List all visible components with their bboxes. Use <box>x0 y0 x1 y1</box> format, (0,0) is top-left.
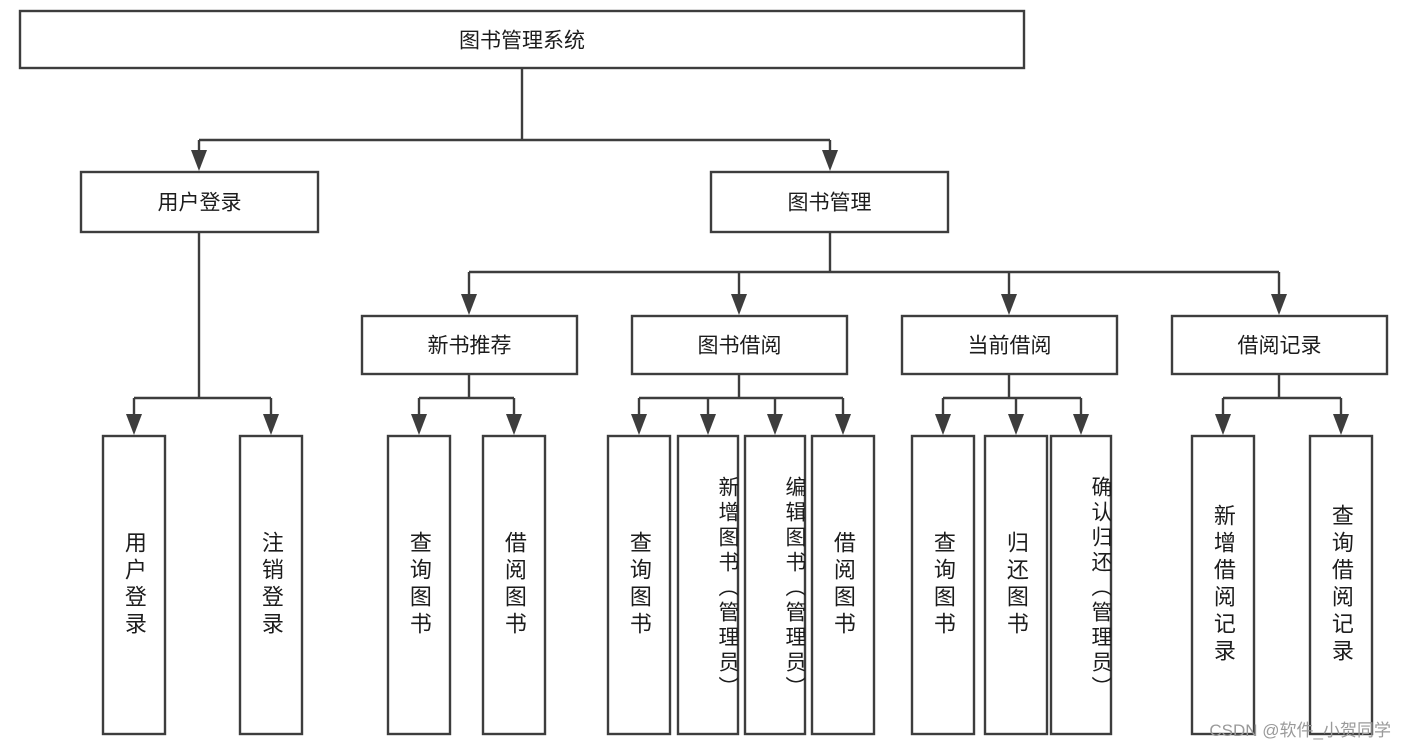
node-root-box[interactable] <box>18 9 1026 70</box>
arrow-bm-to-current-borrow <box>1001 294 1017 315</box>
node-book-borrow-label: 图书借阅 <box>698 335 782 358</box>
node-leaf-user-logout[interactable] <box>238 434 304 736</box>
node-leaf-borrow-book-2[interactable] <box>810 434 876 736</box>
arrow-bb-to-query-book <box>631 414 647 435</box>
leaf-label-query-book-1: 查询图书 <box>406 531 432 639</box>
leaf-label-add-record: 新增借阅记录 <box>1210 504 1236 666</box>
node-leaf-query-book-2-box[interactable] <box>606 434 672 736</box>
arrow-bb-to-edit-book <box>767 414 783 435</box>
leaf-label-fo-query-record: 查询借阅记录 <box>1328 504 1354 666</box>
node-current-borrow-box[interactable] <box>900 314 1119 376</box>
leaf-label-fo-user-login: 用户登录 <box>121 531 147 639</box>
leaf-label-fo-query-book-3: 查询图书 <box>930 531 956 639</box>
node-user-login-box[interactable] <box>79 170 320 234</box>
node-new-book-rec[interactable]: 新书推荐 <box>360 314 579 376</box>
node-leaf-query-book-3-box[interactable] <box>910 434 976 736</box>
node-leaf-query-book-1[interactable] <box>386 434 452 736</box>
arrow-bb-to-add-book <box>700 414 716 435</box>
arrow-br-to-query-record <box>1333 414 1349 435</box>
node-leaf-query-book-2[interactable] <box>606 434 672 736</box>
node-current-borrow[interactable]: 当前借阅 <box>900 314 1119 376</box>
node-leaf-add-record[interactable] <box>1190 434 1256 736</box>
leaf-label-fo-query-book-1: 查询图书 <box>406 531 432 639</box>
node-root[interactable]: 图书管理系统 <box>18 9 1026 70</box>
node-borrow-record-box[interactable] <box>1170 314 1389 376</box>
arrow-ul-to-leaf-user-logout <box>263 414 279 435</box>
arrow-root-to-book-manage <box>822 150 838 171</box>
leaf-label-user-login: 用户登录 <box>121 531 147 639</box>
leaf-label-fo-add-book: 新增图书（管理员） <box>716 475 738 701</box>
arrow-root-to-user-login <box>191 150 207 171</box>
node-borrow-record[interactable]: 借阅记录 <box>1170 314 1389 376</box>
node-leaf-add-book-box[interactable] <box>676 434 740 736</box>
node-leaf-confirm-return[interactable] <box>1049 434 1113 736</box>
node-layer: 图书管理系统 用户登录 图书管理 新书推荐 图书借阅 当前 <box>18 9 1389 736</box>
node-leaf-user-login-box[interactable] <box>101 434 167 736</box>
leaf-label-add-book: 新增图书（管理员） <box>716 475 738 701</box>
node-new-book-rec-label: 新书推荐 <box>428 335 512 358</box>
arrow-nbr-to-query-book <box>411 414 427 435</box>
node-book-manage-box[interactable] <box>709 170 950 234</box>
node-book-manage-label: 图书管理 <box>788 192 872 215</box>
node-leaf-query-record-box[interactable] <box>1308 434 1374 736</box>
node-user-login-label: 用户登录 <box>158 192 242 215</box>
arrow-bm-to-borrow-record <box>1271 294 1287 315</box>
arrow-ul-to-leaf-user-login <box>126 414 142 435</box>
arrow-bm-to-new-book-rec <box>461 294 477 315</box>
node-leaf-add-book[interactable] <box>676 434 740 736</box>
node-root-label: 图书管理系统 <box>459 30 585 53</box>
leaf-label-query-record: 查询借阅记录 <box>1328 504 1354 666</box>
node-book-borrow[interactable]: 图书借阅 <box>630 314 849 376</box>
node-leaf-borrow-book-2-box[interactable] <box>810 434 876 736</box>
arrow-nbr-to-borrow-book <box>506 414 522 435</box>
leaf-label-edit-book: 编辑图书（管理员） <box>783 475 805 701</box>
arrow-bb-to-borrow-book <box>835 414 851 435</box>
leaf-label-user-logout: 注销登录 <box>258 531 284 639</box>
leaf-label-fo-borrow-book-2: 借阅图书 <box>830 531 856 639</box>
node-book-borrow-box[interactable] <box>630 314 849 376</box>
node-book-manage[interactable]: 图书管理 <box>709 170 950 234</box>
leaf-label-fo-edit-book: 编辑图书（管理员） <box>783 475 805 701</box>
node-leaf-user-logout-box[interactable] <box>238 434 304 736</box>
node-new-book-rec-box[interactable] <box>360 314 579 376</box>
leaf-label-fo-confirm-return: 确认归还（管理员） <box>1089 475 1111 701</box>
node-user-login[interactable]: 用户登录 <box>79 170 320 234</box>
leaf-label-borrow-book-1: 借阅图书 <box>501 531 527 639</box>
node-leaf-return-book-box[interactable] <box>983 434 1049 736</box>
arrow-bm-to-book-borrow <box>731 294 747 315</box>
node-current-borrow-label: 当前借阅 <box>968 335 1052 358</box>
node-leaf-borrow-book-1[interactable] <box>481 434 547 736</box>
node-leaf-user-login[interactable] <box>101 434 167 736</box>
leaf-label-confirm-return: 确认归还（管理员） <box>1089 475 1111 701</box>
node-borrow-record-label: 借阅记录 <box>1238 335 1322 358</box>
arrow-cb-to-return-book <box>1008 414 1024 435</box>
arrow-cb-to-query-book <box>935 414 951 435</box>
node-leaf-confirm-return-box[interactable] <box>1049 434 1113 736</box>
arrow-cb-to-confirm-return <box>1073 414 1089 435</box>
node-leaf-edit-book-box[interactable] <box>743 434 807 736</box>
leaf-label-borrow-book-2: 借阅图书 <box>830 531 856 639</box>
leaf-label-fo-query-book-2: 查询图书 <box>626 531 652 639</box>
leaf-label-query-book-2: 查询图书 <box>626 531 652 639</box>
leaf-label-layer: 用户登录 注销登录 查询图书 借阅图书 查询图书 新增图书（管理员） 编辑图书（… <box>121 475 1354 701</box>
node-leaf-edit-book[interactable] <box>743 434 807 736</box>
leaf-label-fo-add-record: 新增借阅记录 <box>1210 504 1236 666</box>
leaf-label-fo-return-book: 归还图书 <box>1003 531 1029 639</box>
node-leaf-query-book-3[interactable] <box>910 434 976 736</box>
node-leaf-add-record-box[interactable] <box>1190 434 1256 736</box>
leaf-label-query-book-3: 查询图书 <box>930 531 956 639</box>
arrow-br-to-add-record <box>1215 414 1231 435</box>
leaf-label-return-book: 归还图书 <box>1003 531 1029 639</box>
leaf-label-fo-borrow-book-1: 借阅图书 <box>501 531 527 639</box>
leaf-label-fo-user-logout: 注销登录 <box>258 531 284 639</box>
connector-layer <box>126 68 1349 435</box>
node-leaf-return-book[interactable] <box>983 434 1049 736</box>
node-leaf-borrow-book-1-box[interactable] <box>481 434 547 736</box>
node-leaf-query-book-1-box[interactable] <box>386 434 452 736</box>
node-leaf-query-record[interactable] <box>1308 434 1374 736</box>
